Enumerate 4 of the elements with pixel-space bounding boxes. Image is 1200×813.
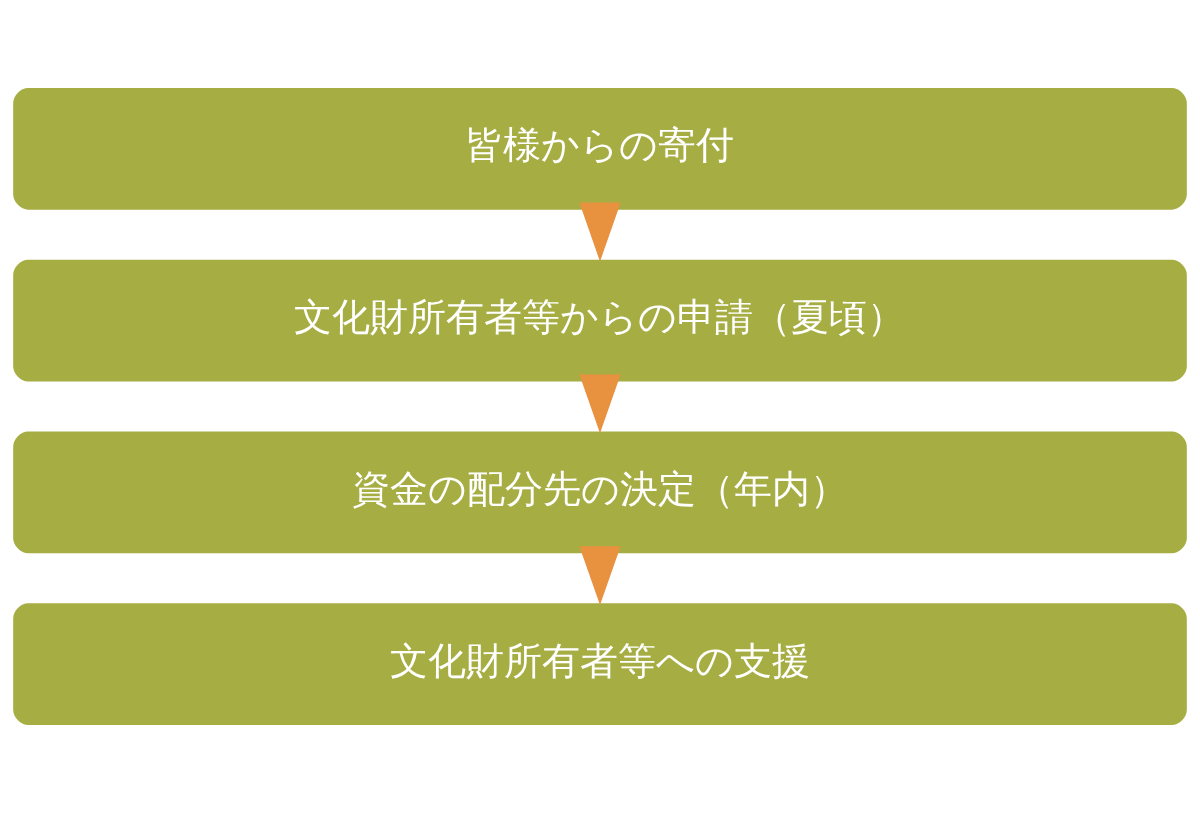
node-box: 文化財所有者等への支援 [13, 603, 1187, 725]
arrow [579, 202, 621, 262]
arrow [579, 374, 621, 434]
arrow [579, 546, 621, 606]
